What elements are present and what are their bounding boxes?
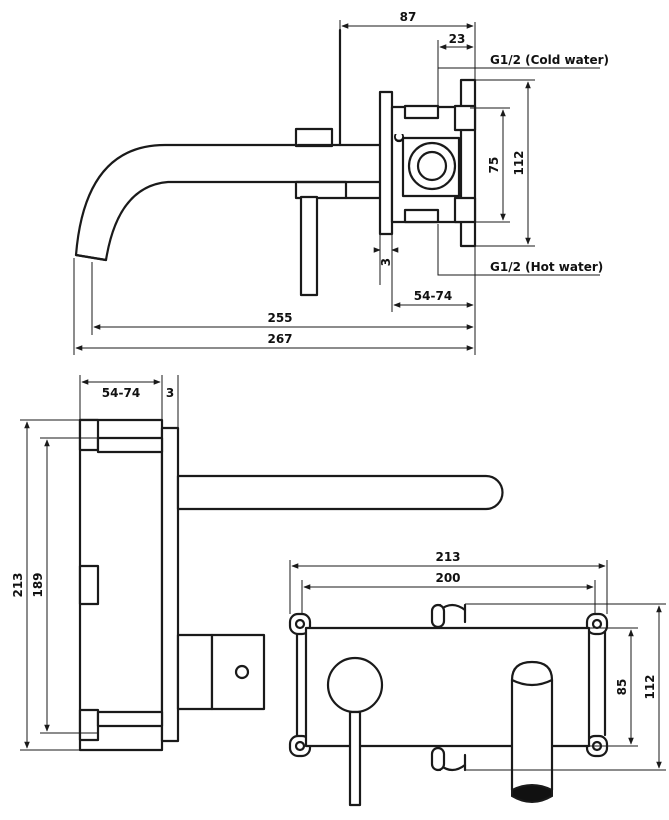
dim-23: 23 xyxy=(437,32,474,118)
dim-85-front-label: 85 xyxy=(615,679,629,696)
dim-213-front: 213 xyxy=(289,550,608,614)
dim-85-front: 85 xyxy=(589,627,638,747)
dim-267-label: 267 xyxy=(267,332,292,346)
dim-54-74-top-label: 54-74 xyxy=(102,386,140,400)
spout-side xyxy=(74,143,300,262)
front-view: 213 200 85 112 xyxy=(288,550,666,807)
dim-267: 267 xyxy=(73,258,474,355)
handle-front xyxy=(326,656,384,807)
dim-112-label: 112 xyxy=(512,150,526,175)
spout-top xyxy=(176,474,504,511)
dim-3-side: 3 xyxy=(373,234,399,312)
dim-112-front-label: 112 xyxy=(643,674,657,699)
dim-189-top: 189 xyxy=(31,437,98,734)
dim-54-74-side: 54-74 xyxy=(393,289,474,308)
dim-200-front: 200 xyxy=(301,571,596,614)
dim-75: 75 xyxy=(470,107,510,223)
mounting-frame xyxy=(288,603,609,772)
wall-box-top xyxy=(78,418,180,752)
dim-54-74-label: 54-74 xyxy=(414,289,452,303)
dim-112-front: 112 xyxy=(465,603,666,771)
handle-top xyxy=(176,633,266,711)
top-view: 54-74 3 213 189 xyxy=(11,375,504,752)
dim-112: 112 xyxy=(475,79,535,247)
dim-213-top: 213 xyxy=(11,419,80,751)
dim-200-front-label: 200 xyxy=(435,571,460,585)
dim-255: 255 xyxy=(91,246,476,355)
hot-water-callout: G1/2 (Hot water) xyxy=(437,224,603,276)
dim-23-label: 23 xyxy=(449,32,466,46)
dim-87: 87 xyxy=(339,10,476,80)
side-view: C 87 23 G1/2 (Cold water) G1/2 (Hot wate… xyxy=(73,10,609,355)
spout-front xyxy=(510,660,554,803)
dim-54-74-top: 54-74 3 xyxy=(79,375,179,428)
cold-water-label: G1/2 (Cold water) xyxy=(490,53,609,67)
dim-189-top-label: 189 xyxy=(31,572,45,597)
hot-water-label: G1/2 (Hot water) xyxy=(490,260,603,274)
dim-213-top-label: 213 xyxy=(11,572,25,597)
dim-3-top-label: 3 xyxy=(166,386,174,400)
wall-box-side xyxy=(378,78,477,248)
cold-water-callout: G1/2 (Cold water) xyxy=(438,53,609,69)
dim-3-label: 3 xyxy=(379,258,393,266)
mixer-body-side xyxy=(294,28,382,297)
dim-213-front-label: 213 xyxy=(435,550,460,564)
dim-75-label: 75 xyxy=(487,157,501,174)
letter-c-label: C xyxy=(393,133,408,143)
dim-255-label: 255 xyxy=(267,311,292,325)
dim-87-label: 87 xyxy=(400,10,417,24)
